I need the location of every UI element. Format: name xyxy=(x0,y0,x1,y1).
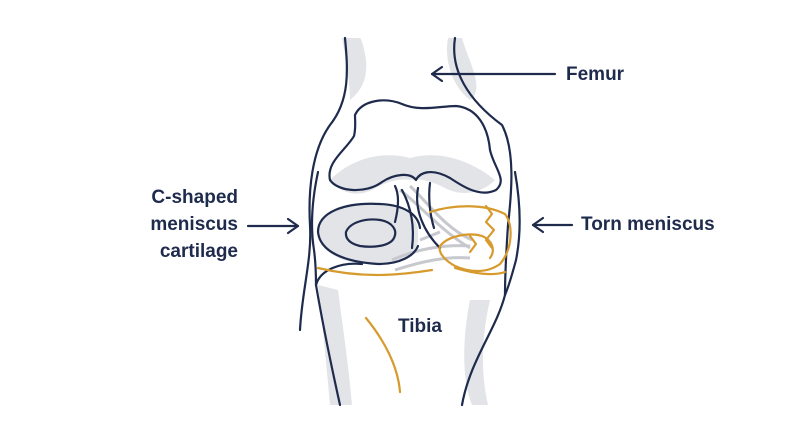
c-shaped-meniscus-inner xyxy=(344,218,397,248)
torn-meniscus-tear xyxy=(468,234,478,254)
c-shaped-meniscus-arrow xyxy=(246,217,300,235)
femoral-condyles-outline xyxy=(328,99,502,194)
ligament-fiber xyxy=(394,256,471,272)
torn-meniscus-tear xyxy=(484,204,496,250)
c-shaped-meniscus-label: C-shaped meniscus cartilage xyxy=(60,184,238,265)
c-shaped-meniscus-outer xyxy=(316,202,422,234)
femur-arrow xyxy=(430,65,557,83)
torn-meniscus-outer xyxy=(428,205,512,273)
tibia-plateau-line xyxy=(453,266,507,276)
bone-outlines xyxy=(298,36,521,407)
condyle-shade xyxy=(330,155,495,194)
femur-shaft-left-shade xyxy=(342,38,367,100)
ligament-fiber xyxy=(408,184,473,242)
bone-shading xyxy=(318,38,495,405)
tibia-right-shade xyxy=(464,300,490,405)
torn-meniscus xyxy=(316,204,512,394)
intercondylar-notch xyxy=(428,181,436,230)
c-shaped-label-line3: cartilage xyxy=(159,241,238,262)
c-shaped-meniscus-bottom xyxy=(316,230,420,266)
torn-meniscus-inner xyxy=(438,233,494,260)
torn-meniscus-arrow xyxy=(531,216,574,234)
cruciate-ligament-outline xyxy=(416,186,442,250)
femur-shaft-right-outline xyxy=(453,36,513,297)
femur-label: Femur xyxy=(566,64,625,85)
c-shaped-label-line1: C-shaped xyxy=(151,187,238,208)
tibia-plateau-line xyxy=(316,266,434,277)
tibia-left-outline xyxy=(314,283,342,407)
fibula-line xyxy=(364,316,402,394)
pointer-arrows xyxy=(246,65,574,235)
femur-shaft-left-outline xyxy=(298,36,348,332)
tibia-right-outline xyxy=(460,293,507,407)
tibia-label: Tibia xyxy=(398,316,442,337)
intercondylar-notch xyxy=(393,184,400,224)
knee-contour-left xyxy=(310,170,320,287)
femur-shaft-right-shade xyxy=(446,38,477,100)
ligament-fiber xyxy=(391,244,471,262)
left-meniscus-shade xyxy=(318,203,419,265)
torn-meniscus-label: Torn meniscus xyxy=(581,214,715,235)
tibia-left-shade xyxy=(318,285,352,405)
knee-contour-right xyxy=(503,170,521,297)
c-shaped-label-line2: meniscus xyxy=(150,214,238,235)
cruciate-ligament-outline xyxy=(400,188,414,250)
tibia-plateau-left xyxy=(314,262,364,287)
